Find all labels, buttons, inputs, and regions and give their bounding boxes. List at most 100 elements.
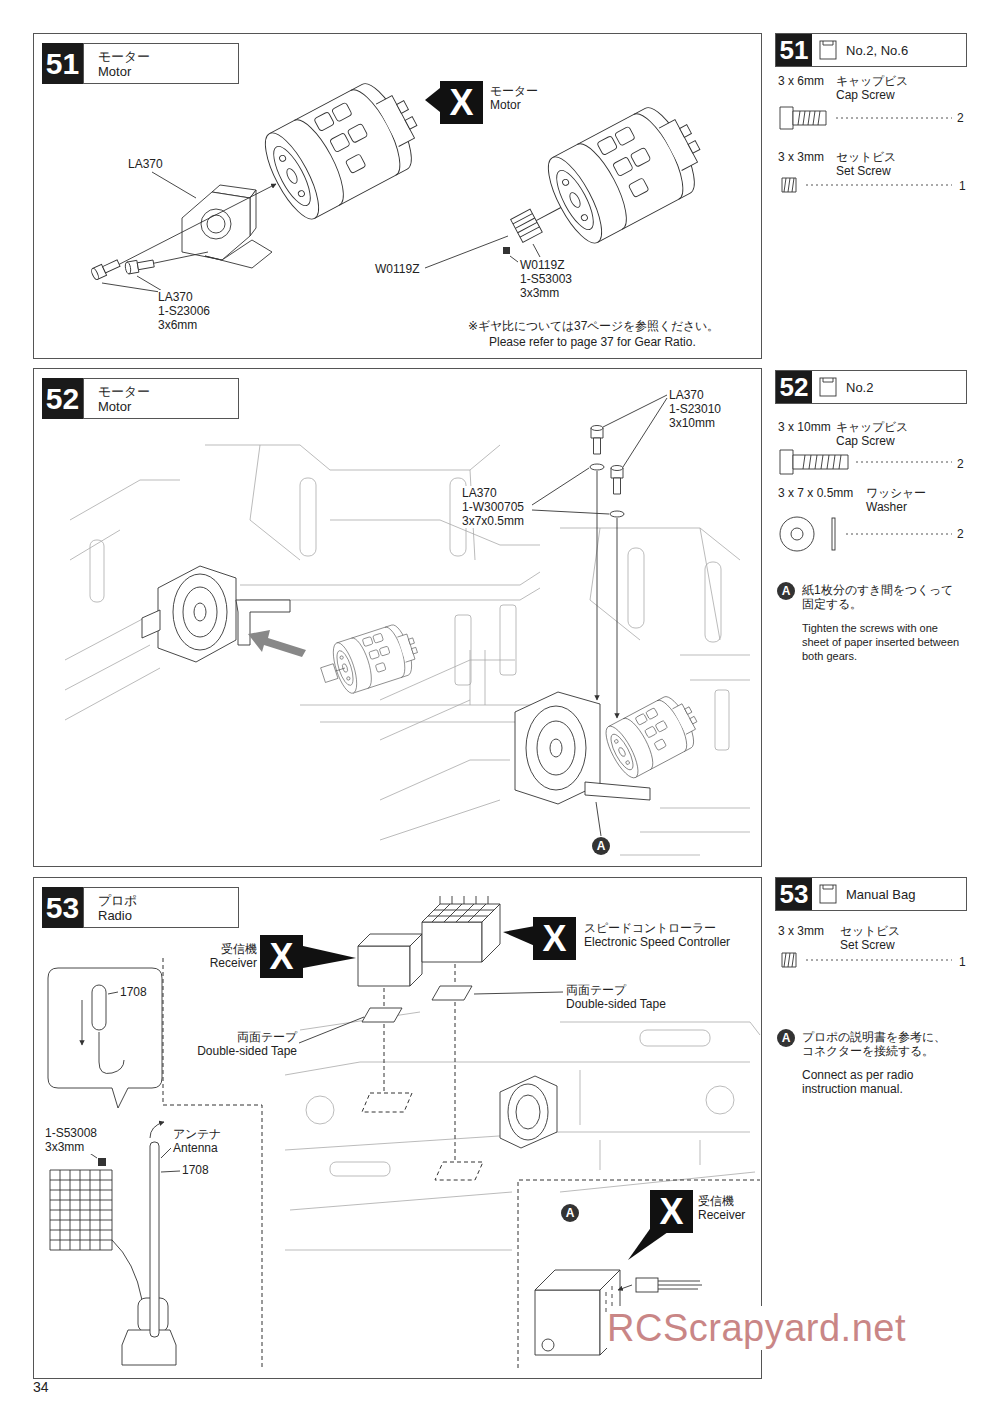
antenna-detail [112, 1240, 142, 1300]
chassis-outline [580, 1070, 700, 1170]
text-line: スピードコントローラー [584, 921, 730, 935]
step-heading: モーター Motor [83, 378, 239, 419]
step-heading: プロポ Radio [83, 887, 239, 928]
drop-line [384, 988, 385, 1006]
drop-line [455, 964, 456, 985]
screw-name: セットビス Set Screw [840, 924, 900, 952]
leader-line [623, 398, 667, 467]
leader-line [532, 395, 667, 836]
bag-icon [820, 885, 836, 903]
motor [600, 689, 707, 782]
set-screw-icon [782, 178, 796, 192]
chassis-outline [706, 1086, 734, 1114]
cap-screw-icon [780, 107, 793, 129]
gearbox [142, 610, 160, 638]
motor [513, 214, 539, 238]
leader-line [532, 468, 589, 505]
marker-letter: A [561, 1204, 579, 1222]
chassis-outline [620, 808, 750, 855]
chassis-outline [628, 548, 644, 628]
antenna-detail [50, 1122, 180, 1365]
cap-screw [124, 258, 154, 275]
drop-line [362, 964, 483, 1180]
marker-letter: A [777, 582, 795, 600]
text-line: Set Screw [836, 164, 896, 178]
chassis-outline [330, 520, 540, 545]
gearbox [500, 1076, 557, 1148]
leader-line [137, 276, 164, 292]
motor [494, 95, 716, 274]
motor [511, 209, 543, 242]
callout-bubble [82, 1000, 83, 1045]
receiver [358, 934, 422, 986]
page-number: 34 [33, 1380, 49, 1394]
antenna-detail [161, 1171, 180, 1172]
bag-icon [823, 378, 833, 382]
screw-size: 3 x 7 x 0.5mm [778, 486, 853, 500]
parts-bag-header: 53Manual Bag [775, 877, 967, 911]
not-included-mark: X [440, 81, 483, 124]
gearbox [183, 587, 217, 637]
text-line: Washer [866, 500, 926, 514]
bag-icon [820, 41, 836, 59]
text-line: LA370 [158, 290, 210, 304]
antenna-detail [150, 1142, 159, 1337]
chassis-outline [500, 605, 516, 675]
text-line: 両面テープ [197, 1030, 297, 1044]
motor-mount [201, 209, 231, 239]
motor [536, 208, 561, 221]
leader-line [532, 510, 609, 514]
tape [362, 1008, 402, 1022]
leader-line [152, 172, 196, 198]
chassis-outline [250, 445, 475, 560]
text-line: 3x6mm [158, 318, 210, 332]
chassis-outline [90, 540, 104, 602]
gearbox [173, 574, 227, 650]
text-line: キャップビス [836, 74, 908, 88]
antenna-detail [161, 1148, 171, 1158]
set-screw-icon [784, 178, 794, 192]
text-line: 受信機 [698, 1194, 745, 1208]
drop-line [362, 1093, 412, 1112]
motor [538, 95, 716, 250]
step-panel: 51モーター Motor [33, 33, 762, 359]
text-line: ワッシャー [866, 486, 926, 500]
part-label: 受信機 Receiver [210, 942, 257, 970]
cap-screw-icon [780, 107, 826, 129]
cap-screw-icon [793, 455, 848, 469]
dotted-line [806, 185, 952, 186]
screw-size: 3 x 10mm [778, 420, 831, 434]
chassis-outline [285, 1062, 750, 1075]
set-screw [503, 247, 510, 254]
cap-screw-icon [780, 450, 793, 474]
motor [336, 668, 345, 671]
chassis-outline [205, 445, 500, 470]
chassis-outline [560, 528, 740, 640]
quantity: 2 [957, 527, 964, 541]
text-line: LA370 [462, 486, 524, 500]
motor [321, 664, 338, 683]
antenna-detail [150, 1122, 164, 1138]
chassis-outline [380, 760, 510, 840]
text-line: 両面テープ [566, 983, 666, 997]
cap-screw [611, 466, 623, 495]
part-number: 1708 [182, 1163, 209, 1177]
note-text: Please refer to page 37 for Gear Ratio. [489, 335, 696, 349]
gearbox [550, 739, 562, 757]
bag-label: No.2 [846, 371, 873, 403]
note-text: Tighten the screws with one sheet of pap… [802, 621, 967, 663]
quantity: 1 [959, 179, 966, 193]
text-line: 1-S53003 [520, 272, 572, 286]
speed-controller [440, 896, 488, 904]
note-text: Connect as per radio instruction manual. [802, 1068, 952, 1096]
screw-name: キャップビス Cap Screw [836, 420, 908, 448]
text-line: Receiver [210, 956, 257, 970]
receiver [542, 1339, 554, 1351]
text-line: Double-sided Tape [566, 997, 666, 1011]
chassis-outline [285, 1172, 755, 1250]
washer [610, 511, 624, 517]
text-line: 3x10mm [669, 416, 721, 430]
